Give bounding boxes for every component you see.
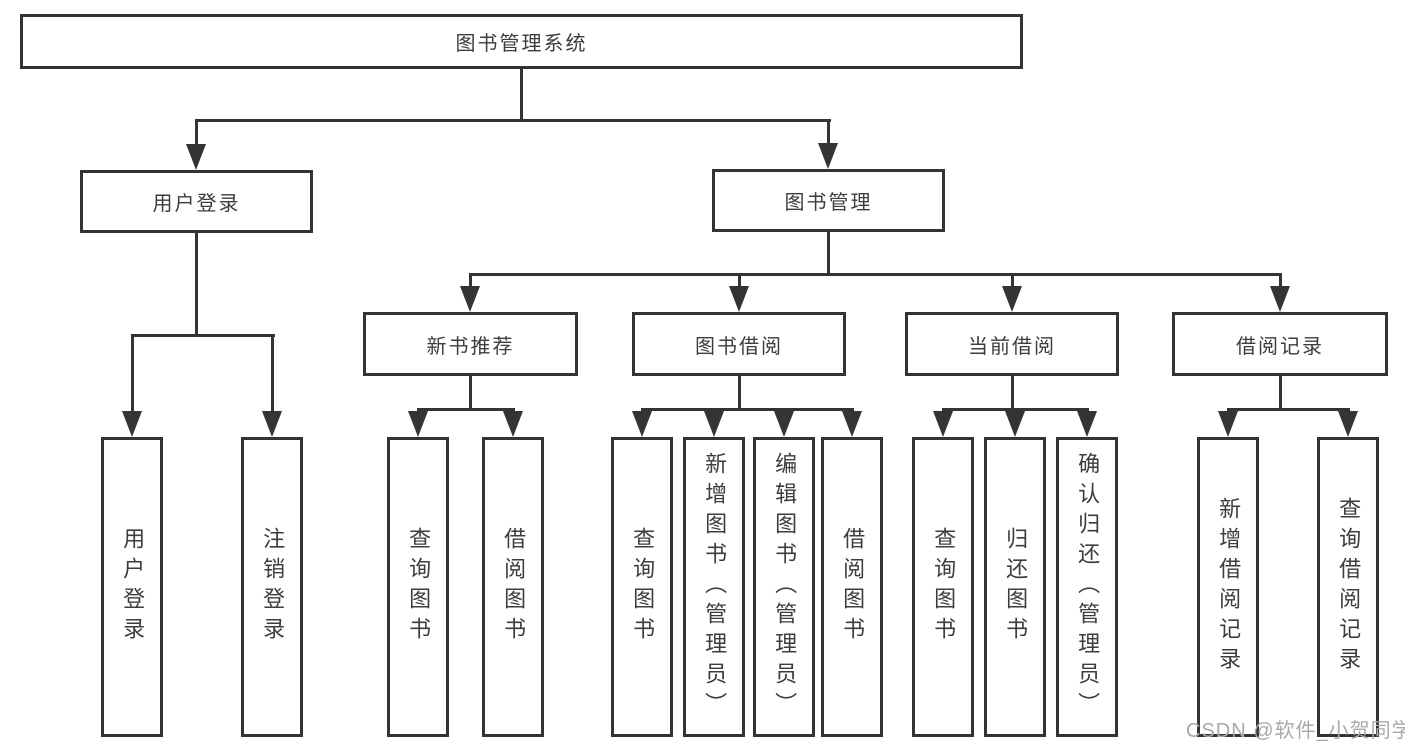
node-book-mgmt: 图书管理 bbox=[712, 169, 945, 232]
leaf-cb-return-book: 归还图书 bbox=[984, 437, 1046, 737]
connector-vline bbox=[271, 334, 274, 415]
arrowhead-down-icon bbox=[704, 411, 724, 437]
arrowhead-down-icon bbox=[503, 411, 523, 437]
arrowhead-down-icon bbox=[186, 144, 206, 170]
arrowhead-down-icon bbox=[1005, 411, 1025, 437]
arrowhead-down-icon bbox=[122, 411, 142, 437]
connector-hline bbox=[195, 119, 831, 122]
arrowhead-down-icon bbox=[408, 411, 428, 437]
connector-hline bbox=[417, 408, 515, 411]
node-user-login: 用户登录 bbox=[80, 170, 313, 233]
connector-vline bbox=[1279, 273, 1282, 290]
connector-vline bbox=[827, 119, 830, 147]
arrowhead-down-icon bbox=[774, 411, 794, 437]
node-current-borrow: 当前借阅 bbox=[905, 312, 1119, 376]
node-new-book-rec: 新书推荐 bbox=[363, 312, 578, 376]
leaf-logout: 注销登录 bbox=[241, 437, 303, 737]
arrowhead-down-icon bbox=[460, 286, 480, 312]
connector-hline bbox=[469, 273, 1282, 276]
connector-hline bbox=[131, 334, 275, 337]
node-root: 图书管理系统 bbox=[20, 14, 1023, 69]
arrowhead-down-icon bbox=[262, 411, 282, 437]
watermark: CSDN @软件_小贺同学 bbox=[1186, 720, 1405, 742]
connector-vline bbox=[520, 69, 523, 121]
arrowhead-down-icon bbox=[842, 411, 862, 437]
connector-vline bbox=[827, 232, 830, 275]
arrowhead-down-icon bbox=[818, 143, 838, 169]
leaf-bb-query-book: 查询图书 bbox=[611, 437, 673, 737]
leaf-rec-query-book: 查询图书 bbox=[387, 437, 449, 737]
leaf-cb-confirm-return: 确认归还（管理员） bbox=[1056, 437, 1118, 737]
leaf-cb-query-book: 查询图书 bbox=[912, 437, 974, 737]
connector-vline bbox=[738, 376, 741, 410]
leaf-rec-borrow-book: 借阅图书 bbox=[482, 437, 544, 737]
arrowhead-down-icon bbox=[933, 411, 953, 437]
arrowhead-down-icon bbox=[1338, 411, 1358, 437]
connector-vline bbox=[195, 233, 198, 336]
arrowhead-down-icon bbox=[1077, 411, 1097, 437]
arrowhead-down-icon bbox=[1218, 411, 1238, 437]
connector-vline bbox=[131, 334, 134, 415]
connector-vline bbox=[469, 376, 472, 410]
leaf-bb-borrow-book: 借阅图书 bbox=[821, 437, 883, 737]
arrowhead-down-icon bbox=[1002, 286, 1022, 312]
leaf-user-login: 用户登录 bbox=[101, 437, 163, 737]
leaf-br-add-record: 新增借阅记录 bbox=[1197, 437, 1259, 737]
arrowhead-down-icon bbox=[729, 286, 749, 312]
arrowhead-down-icon bbox=[632, 411, 652, 437]
arrowhead-down-icon bbox=[1270, 286, 1290, 312]
leaf-bb-add-book: 新增图书（管理员） bbox=[683, 437, 745, 737]
node-borrow-records: 借阅记录 bbox=[1172, 312, 1388, 376]
connector-vline bbox=[1011, 376, 1014, 410]
connector-vline bbox=[1279, 376, 1282, 410]
leaf-br-query-record: 查询借阅记录 bbox=[1317, 437, 1379, 737]
leaf-bb-edit-book: 编辑图书（管理员） bbox=[753, 437, 815, 737]
connector-vline bbox=[195, 119, 198, 148]
connector-vline bbox=[1011, 273, 1014, 290]
connector-hline bbox=[641, 408, 854, 411]
connector-vline bbox=[738, 273, 741, 290]
connector-vline bbox=[469, 273, 472, 290]
connector-hline bbox=[1227, 408, 1350, 411]
node-book-borrow: 图书借阅 bbox=[632, 312, 846, 376]
